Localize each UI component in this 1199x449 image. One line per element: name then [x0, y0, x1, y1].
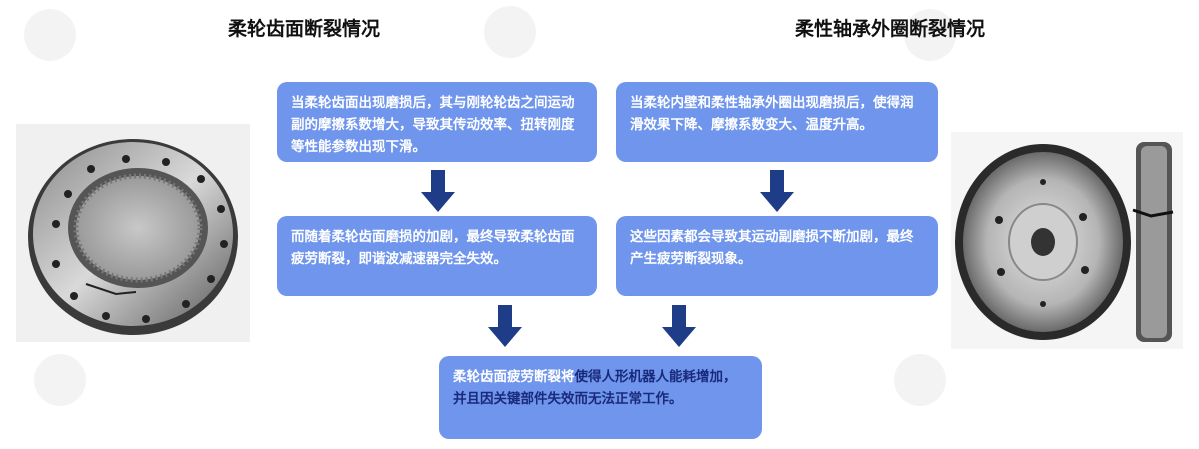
- watermark-logo-icon: [24, 9, 76, 61]
- flexible-bearing-image: [951, 132, 1183, 349]
- flexspline-gear-image: [16, 124, 250, 342]
- conclusion-text-part1: 柔轮齿面疲劳断裂将: [453, 369, 575, 385]
- left-section-title: 柔轮齿面断裂情况: [228, 18, 381, 40]
- right-section-title: 柔性轴承外圈断裂情况: [795, 18, 986, 40]
- conclusion-text-part2: 使得人形机器人能耗增加，并且因关键部件失效而无法正常工作。: [453, 369, 737, 407]
- left-wear-effect-box: 当柔轮齿面出现磨损后，其与刚轮轮齿之间运动副的摩擦系数增大，导致其传动效率、扭转…: [277, 82, 597, 162]
- watermark-logo-icon: [894, 354, 946, 406]
- down-arrow-icon: [488, 305, 522, 347]
- flexspline-photo: [16, 124, 250, 342]
- down-arrow-icon: [421, 170, 455, 212]
- flexible-bearing-photo: [951, 132, 1183, 349]
- down-arrow-icon: [760, 170, 794, 212]
- left-fracture-result-box: 而随着柔轮齿面磨损的加剧，最终导致柔轮齿面疲劳断裂，即谐波减速器完全失效。: [277, 216, 597, 296]
- watermark-logo-icon: [34, 354, 86, 406]
- right-wear-effect-box: 当柔轮内壁和柔性轴承外圈出现磨损后，使得润滑效果下降、摩擦系数变大、温度升高。: [616, 82, 938, 162]
- down-arrow-icon: [662, 305, 696, 347]
- conclusion-box: 柔轮齿面疲劳断裂将使得人形机器人能耗增加，并且因关键部件失效而无法正常工作。: [439, 356, 762, 439]
- watermark-logo-icon: [904, 9, 956, 61]
- right-fracture-result-box: 这些因素都会导致其运动副磨损不断加剧，最终产生疲劳断裂现象。: [616, 216, 938, 296]
- watermark-logo-icon: [484, 6, 536, 58]
